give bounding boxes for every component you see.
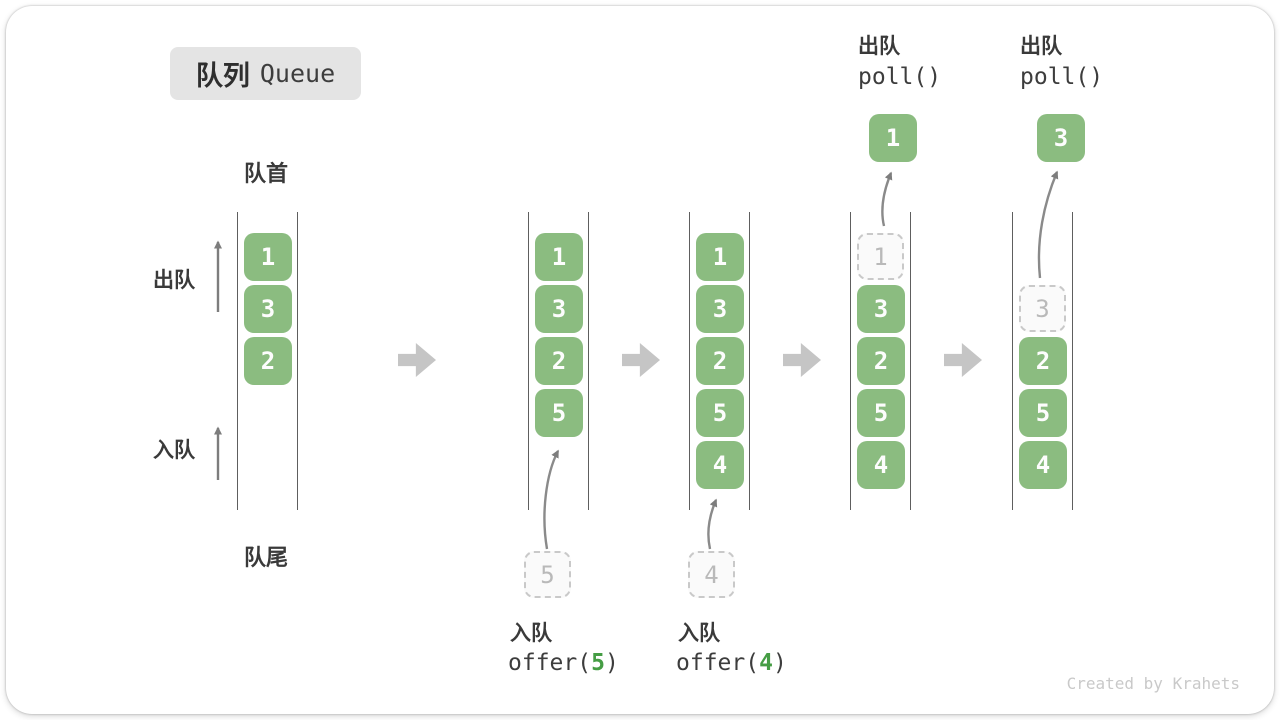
offer-5-code: offer(5) (508, 650, 619, 676)
enqueue-side-label: 入队 (153, 439, 195, 462)
code-text: offer( (676, 650, 760, 676)
queue-cell: 1 (535, 233, 583, 281)
incoming-ghost-cell: 5 (524, 551, 571, 598)
queue-front-label: 队首 (244, 161, 289, 186)
queue-cell: 3 (244, 285, 292, 333)
polled-value-cell: 1 (869, 114, 917, 162)
title-en: Queue (259, 59, 336, 88)
queue-rail-2 (528, 212, 589, 510)
queue-cell: 5 (696, 389, 744, 437)
incoming-ghost-cell: 4 (688, 551, 735, 598)
queue-rail-5 (1012, 212, 1073, 510)
code-text: ) (772, 650, 787, 676)
queue-cell: 2 (857, 337, 905, 385)
queue-cell: 3 (535, 285, 583, 333)
dequeue-op-label: 出队 (1020, 35, 1062, 58)
polled-value-cell: 3 (1037, 114, 1085, 162)
queue-rear-label: 队尾 (244, 545, 289, 570)
poll-code: poll() (1020, 64, 1104, 90)
title-zh: 队列 (195, 61, 250, 91)
dequeue-side-label: 出队 (153, 269, 195, 292)
title-badge: 队列 Queue (170, 47, 361, 100)
queue-rail-3 (689, 212, 750, 510)
queue-cell: 5 (1019, 389, 1067, 437)
offer-4-code: offer(4) (676, 650, 787, 676)
queue-cell: 1 (244, 233, 292, 281)
enqueue-op-label: 入队 (510, 622, 552, 645)
queue-cell: 2 (244, 337, 292, 385)
dequeue-op-label: 出队 (858, 35, 900, 58)
queue-rail-1 (237, 212, 298, 510)
queue-cell: 2 (1019, 337, 1067, 385)
queue-cell: 1 (696, 233, 744, 281)
queue-cell: 2 (696, 337, 744, 385)
credit-watermark: Created by Krahets (1066, 674, 1240, 693)
queue-cell: 5 (857, 389, 905, 437)
code-text: ) (604, 650, 619, 676)
dequeued-ghost-cell: 3 (1019, 285, 1066, 332)
queue-rail-4 (850, 212, 911, 510)
poll-code: poll() (858, 64, 942, 90)
code-text: offer( (508, 650, 592, 676)
queue-cell: 5 (535, 389, 583, 437)
enqueue-op-label: 入队 (678, 622, 720, 645)
queue-cell: 3 (696, 285, 744, 333)
queue-cell: 4 (696, 441, 744, 489)
queue-cell: 4 (1019, 441, 1067, 489)
queue-cell: 4 (857, 441, 905, 489)
dequeued-ghost-cell: 1 (857, 233, 904, 280)
code-arg: 4 (759, 650, 773, 676)
queue-cell: 3 (857, 285, 905, 333)
queue-cell: 2 (535, 337, 583, 385)
code-arg: 5 (591, 650, 605, 676)
